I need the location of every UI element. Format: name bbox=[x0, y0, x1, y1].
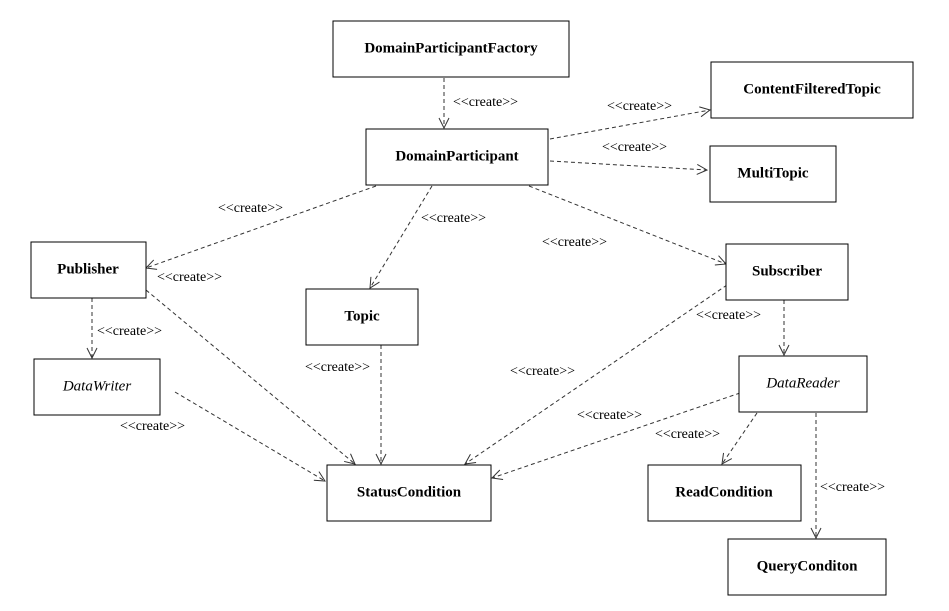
edge-participant-cft: <<create>> bbox=[549, 99, 710, 140]
edge-publisher-datawriter-label: <<create>> bbox=[97, 324, 162, 339]
edge-datareader-status-line bbox=[492, 392, 741, 478]
node-domainparticipant-box bbox=[365, 128, 549, 186]
edge-topic-status-label: <<create>> bbox=[305, 360, 370, 375]
node-topic-box bbox=[305, 288, 419, 346]
edge-publisher-status-line bbox=[145, 289, 355, 464]
node-datawriter[interactable]: DataWriter bbox=[33, 358, 161, 416]
node-datawriter-label: DataWriter bbox=[62, 378, 131, 394]
node-datareader-box bbox=[738, 355, 868, 413]
edge-participant-publisher-line bbox=[146, 185, 377, 268]
edge-topic-status: <<create>> bbox=[305, 345, 381, 464]
node-publisher-label: Publisher bbox=[57, 261, 119, 277]
edge-participant-cft-line bbox=[549, 110, 710, 140]
edge-publisher-status: <<create>> bbox=[145, 270, 355, 464]
node-readcondition[interactable]: ReadCondition bbox=[647, 464, 802, 522]
edge-subscriber-status: <<create>> bbox=[465, 284, 728, 464]
edge-factory-participant: <<create>> bbox=[444, 78, 518, 128]
edge-participant-topic-line bbox=[370, 185, 433, 288]
edge-publisher-status-label: <<create>> bbox=[157, 270, 222, 285]
edge-datareader-querycond: <<create>> bbox=[816, 413, 885, 538]
edge-publisher-datawriter: <<create>> bbox=[92, 298, 162, 358]
node-multitopic[interactable]: MultiTopic bbox=[709, 145, 837, 203]
edge-datawriter-status-label: <<create>> bbox=[120, 419, 185, 434]
node-domainparticipantfactory-label: DomainParticipantFactory bbox=[364, 40, 538, 56]
edge-participant-multitopic-line bbox=[549, 160, 707, 170]
node-contentfilteredtopic-box bbox=[710, 61, 914, 119]
node-publisher-box bbox=[30, 241, 147, 299]
nodes-layer: DomainParticipantFactory DomainParticipa… bbox=[30, 20, 914, 596]
edge-participant-multitopic-label: <<create>> bbox=[602, 140, 667, 155]
node-domainparticipantfactory-box bbox=[332, 20, 570, 78]
node-multitopic-box bbox=[709, 145, 837, 203]
node-topic-label: Topic bbox=[344, 308, 380, 324]
node-topic[interactable]: Topic bbox=[305, 288, 419, 346]
edge-datareader-status: <<create>> bbox=[492, 392, 741, 478]
node-multitopic-label: MultiTopic bbox=[737, 165, 808, 181]
edge-datawriter-status: <<create>> bbox=[120, 391, 325, 481]
edge-participant-topic-label: <<create>> bbox=[421, 211, 486, 226]
edges-layer: <<create>> <<create>> <<create>> <<creat… bbox=[92, 78, 885, 538]
node-statuscondition-box bbox=[326, 464, 492, 522]
node-readcondition-label: ReadCondition bbox=[675, 484, 773, 500]
edge-participant-subscriber: <<create>> bbox=[528, 185, 726, 264]
edge-participant-publisher: <<create>> bbox=[146, 185, 377, 268]
edge-datareader-readcond-line bbox=[722, 412, 758, 464]
node-domainparticipant[interactable]: DomainParticipant bbox=[365, 128, 549, 186]
node-contentfilteredtopic[interactable]: ContentFilteredTopic bbox=[710, 61, 914, 119]
node-datareader-label: DataReader bbox=[765, 375, 839, 391]
node-statuscondition-label: StatusCondition bbox=[357, 484, 462, 500]
node-domainparticipant-label: DomainParticipant bbox=[395, 148, 518, 164]
node-readcondition-box bbox=[647, 464, 802, 522]
node-datawriter-box bbox=[33, 358, 161, 416]
node-contentfilteredtopic-label: ContentFilteredTopic bbox=[743, 81, 881, 97]
edge-participant-cft-label: <<create>> bbox=[607, 99, 672, 114]
node-querycondition[interactable]: QueryConditon bbox=[727, 538, 887, 596]
edge-subscriber-datareader-label: <<create>> bbox=[696, 308, 761, 323]
edge-participant-subscriber-label: <<create>> bbox=[542, 235, 607, 250]
node-publisher[interactable]: Publisher bbox=[30, 241, 147, 299]
node-querycondition-box bbox=[727, 538, 887, 596]
edge-datareader-status-label: <<create>> bbox=[577, 408, 642, 423]
edge-subscriber-status-line bbox=[465, 284, 728, 464]
edge-datareader-querycond-label: <<create>> bbox=[820, 480, 885, 495]
edge-participant-publisher-label: <<create>> bbox=[218, 201, 283, 216]
node-subscriber[interactable]: Subscriber bbox=[725, 243, 849, 301]
node-subscriber-label: Subscriber bbox=[752, 263, 822, 279]
edge-subscriber-status-label: <<create>> bbox=[510, 364, 575, 379]
edge-datareader-readcond-label: <<create>> bbox=[655, 427, 720, 442]
edge-participant-subscriber-line bbox=[528, 185, 726, 264]
edge-participant-topic: <<create>> bbox=[370, 185, 486, 288]
edge-factory-participant-label: <<create>> bbox=[453, 95, 518, 110]
edge-datawriter-status-line bbox=[174, 391, 325, 481]
node-subscriber-box bbox=[725, 243, 849, 301]
edge-datareader-readcond: <<create>> bbox=[655, 412, 758, 464]
node-statuscondition[interactable]: StatusCondition bbox=[326, 464, 492, 522]
edge-participant-multitopic: <<create>> bbox=[549, 140, 707, 170]
node-domainparticipantfactory[interactable]: DomainParticipantFactory bbox=[332, 20, 570, 78]
node-datareader[interactable]: DataReader bbox=[738, 355, 868, 413]
node-querycondition-label: QueryConditon bbox=[757, 558, 859, 574]
edge-subscriber-datareader: <<create>> bbox=[696, 300, 784, 355]
